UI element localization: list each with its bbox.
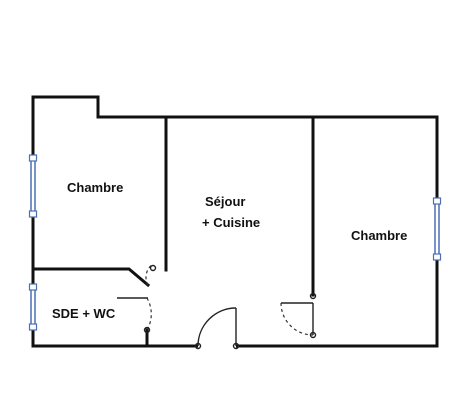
room-label-sde-wc: SDE + WC bbox=[52, 306, 116, 321]
room-label-sejour-line1: Séjour bbox=[205, 194, 245, 209]
room-label-sejour-line2: + Cuisine bbox=[202, 215, 260, 230]
chambre-door-hinge bbox=[149, 264, 157, 272]
room-label-chambre-right: Chambre bbox=[351, 228, 407, 243]
right-chambre-door-hinge bbox=[309, 331, 317, 339]
right-chambre-door-hinge-top bbox=[309, 292, 317, 300]
outer-wall bbox=[31, 95, 439, 348]
room-label-chambre-left: Chambre bbox=[67, 180, 123, 195]
window-left-chambre-end-bottom bbox=[28, 210, 38, 218]
entrance-hinge bbox=[194, 342, 202, 350]
window-right-chambre-gap bbox=[434, 201, 440, 257]
window-left-chambre-end-top bbox=[28, 154, 38, 162]
sde-door-hinge bbox=[143, 326, 151, 334]
window-right-chambre-end-bottom bbox=[432, 253, 442, 261]
entrance-hinge-2 bbox=[232, 342, 240, 350]
window-sde-end-top bbox=[28, 283, 38, 291]
chambre-door-swing bbox=[145, 263, 154, 286]
partition-sde-top bbox=[31, 267, 151, 288]
window-left-chambre-gap bbox=[31, 158, 36, 214]
sde-door-swing bbox=[146, 297, 152, 331]
window-sde-gap bbox=[31, 287, 36, 327]
window-right-chambre-end-top bbox=[432, 197, 442, 205]
window-sde-end-bottom bbox=[28, 323, 38, 331]
entrance-door-swing bbox=[197, 307, 237, 347]
right-chambre-door-swing bbox=[280, 302, 314, 336]
